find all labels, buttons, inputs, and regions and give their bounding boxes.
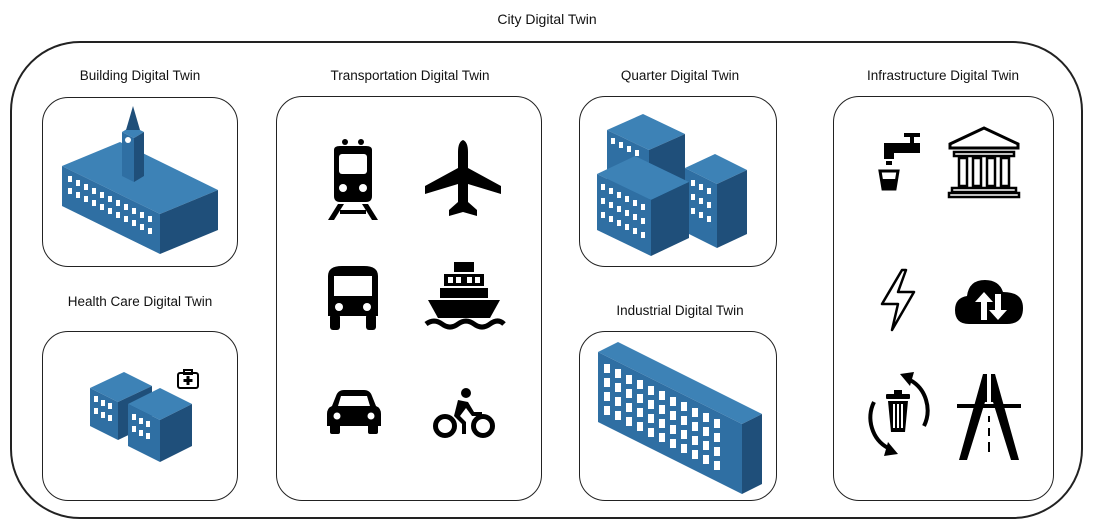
- long-building-icon: [598, 342, 762, 494]
- electricity-icon: [880, 268, 916, 332]
- diagram-title: City Digital Twin: [497, 11, 597, 27]
- airplane-icon: [425, 140, 501, 216]
- highway-icon: [957, 374, 1021, 460]
- transportation-twin-label: Transportation Digital Twin: [330, 68, 490, 83]
- recycling-bin-icon: [868, 372, 930, 456]
- bicycle-icon: [433, 388, 495, 438]
- cloud-sync-icon: [955, 280, 1023, 324]
- train-icon: [328, 139, 378, 220]
- building-cluster-icon: [597, 114, 747, 256]
- bus-icon: [328, 266, 378, 330]
- city-digital-twin-container: [10, 41, 1083, 519]
- car-icon: [327, 390, 381, 434]
- industrial-twin-label: Industrial Digital Twin: [616, 303, 744, 318]
- ship-icon: [424, 262, 506, 330]
- health-care-twin-label: Health Care Digital Twin: [67, 294, 213, 309]
- infrastructure-twin-label: Infrastructure Digital Twin: [866, 68, 1020, 83]
- quarter-twin-label: Quarter Digital Twin: [620, 68, 740, 83]
- building-twin-label: Building Digital Twin: [79, 68, 201, 83]
- government-building-icon: [947, 126, 1021, 199]
- water-tap-icon: [878, 133, 920, 191]
- transportation-twin-box: [276, 96, 542, 501]
- office-building-with-clock-tower-icon: [62, 106, 218, 254]
- first-aid-kit-icon: [177, 369, 199, 389]
- hospital-building-icon: [90, 372, 192, 462]
